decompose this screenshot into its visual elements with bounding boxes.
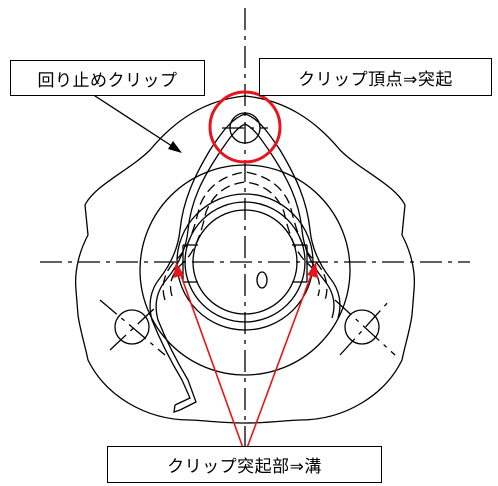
pin-hole	[256, 271, 268, 289]
flange-circle	[139, 164, 351, 376]
clip-hidden-lines	[162, 171, 328, 301]
outer-housing-contour	[74, 95, 416, 424]
right-hole-centerline-a	[334, 299, 396, 356]
clip-leader-arrowhead	[168, 141, 182, 153]
right-bolt-hole	[344, 309, 380, 345]
right-hole-centerline-b	[339, 299, 391, 356]
clip-protrusion-groove-label: クリップ突起部⇒溝	[107, 446, 382, 483]
clip-hook-end	[173, 404, 181, 413]
groove-arrows	[173, 262, 318, 449]
apex-highlight-circle	[208, 90, 282, 164]
clip-apex-protrusion-label: クリップ頂点⇒突起	[259, 58, 492, 96]
top-hole	[229, 112, 261, 144]
clip-leader-line	[91, 93, 179, 151]
boss-outer-circle	[176, 193, 314, 331]
bore-circle	[192, 209, 298, 315]
groove-arrow-left-line	[178, 269, 244, 449]
groove-arrow-left-head	[173, 262, 184, 278]
left-hole-centerline-a	[99, 299, 166, 356]
rotation-stop-clip	[149, 113, 341, 406]
left-bolt-hole	[114, 309, 150, 345]
boss-inner-circle	[184, 201, 306, 323]
groove-arrow-right-head	[307, 262, 318, 278]
rotation-stop-clip-label: 回り止めクリップ	[10, 60, 205, 96]
groove-arrow-right-line	[246, 269, 314, 449]
